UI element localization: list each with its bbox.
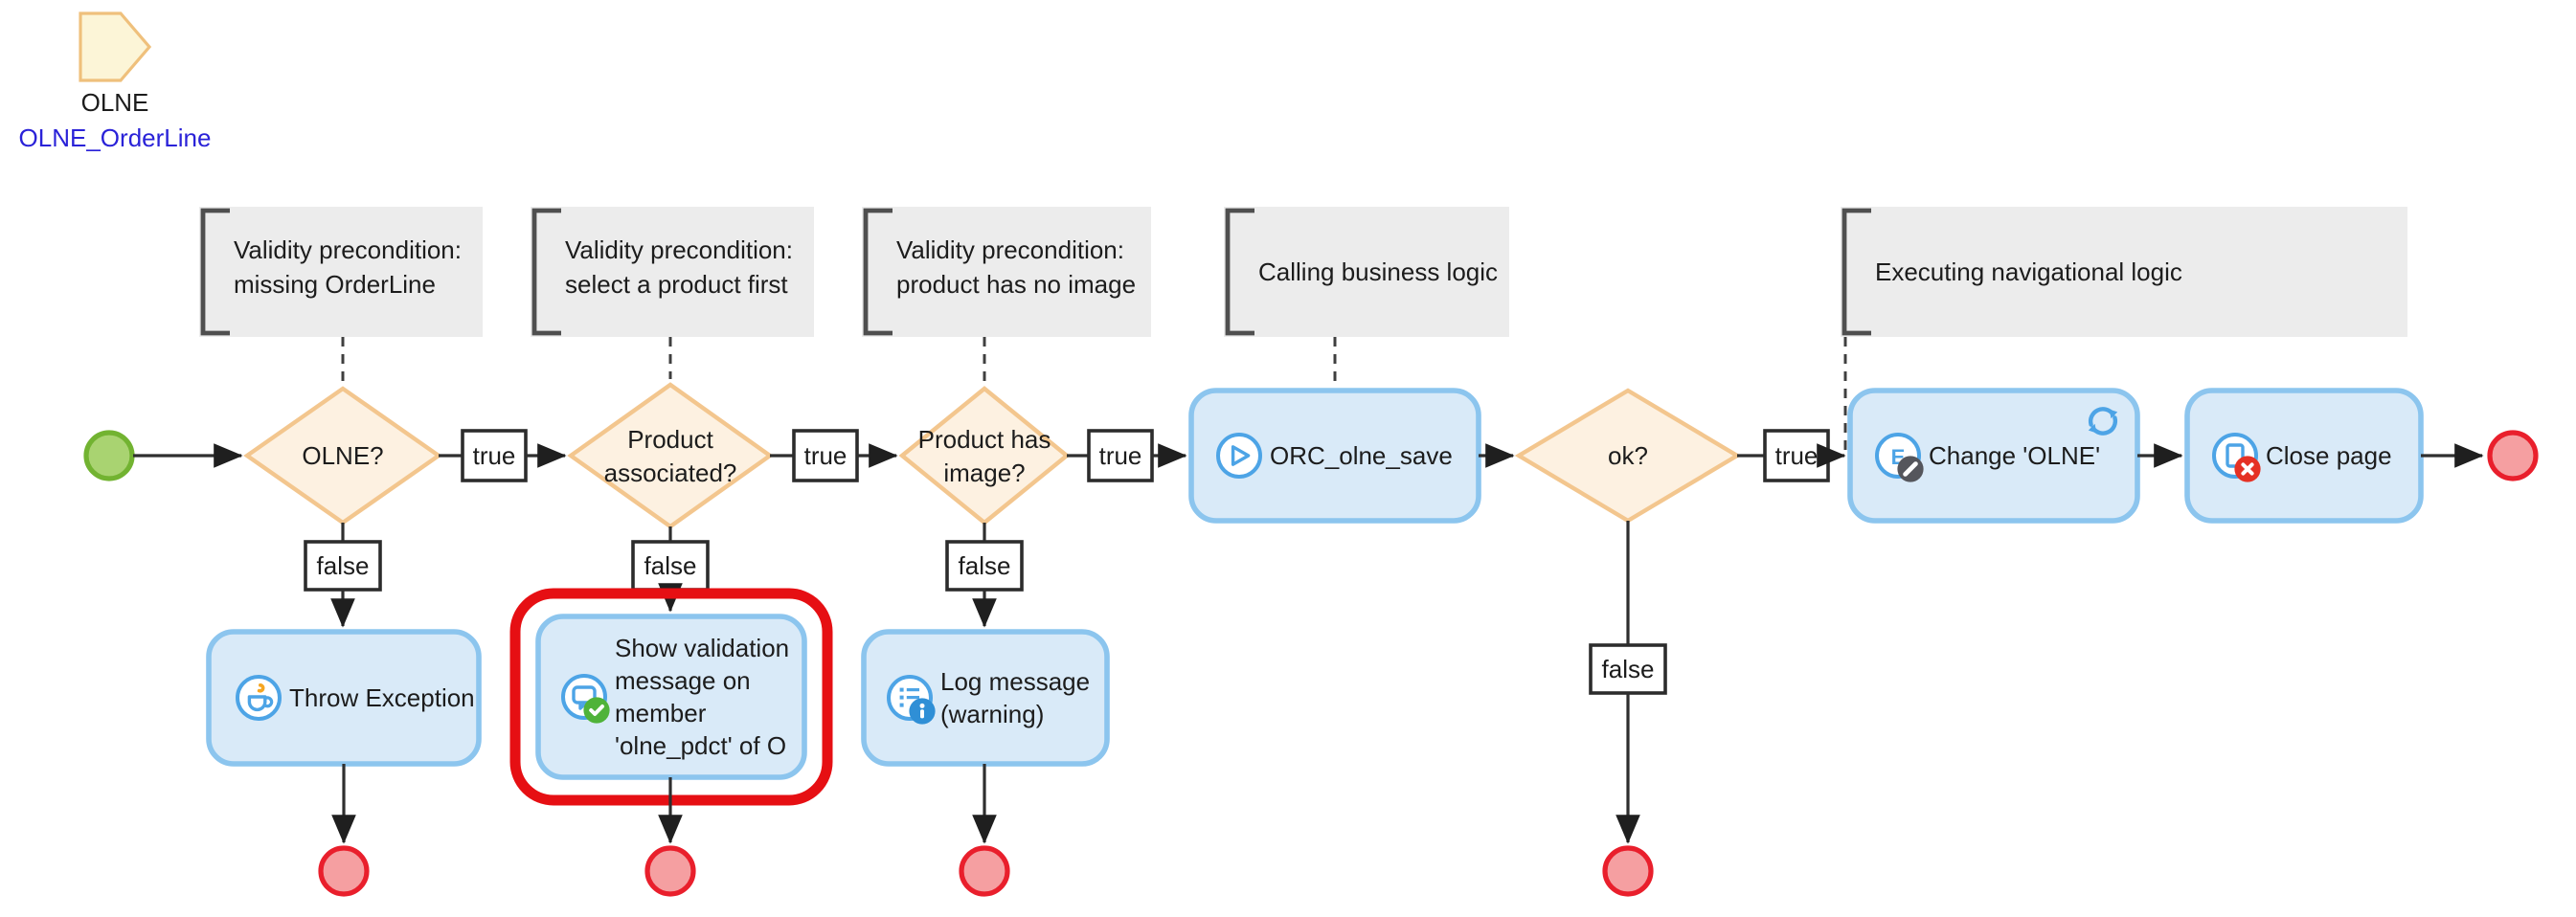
activity-orc-olne-save[interactable]: ORC_olne_save: [1188, 388, 1481, 524]
edit-pencil-badge-icon: [1897, 456, 1924, 482]
close-page-icon: [2212, 433, 2261, 482]
activity-change-olne[interactable]: E Change 'OLNE': [1847, 388, 2140, 524]
decision-ok[interactable]: ok?: [1514, 388, 1742, 524]
decision-olne[interactable]: OLNE?: [243, 386, 442, 526]
edge-label-true-3[interactable]: true: [1087, 429, 1154, 482]
edge-label-text: true: [1775, 441, 1819, 470]
activity-throw-exception[interactable]: Throw Exception: [206, 629, 482, 767]
edge-label-text: true: [473, 441, 516, 470]
coffee-cup-icon: [236, 675, 282, 721]
check-badge-icon: [583, 697, 610, 724]
annotation-text: Calling business logic: [1258, 257, 1498, 286]
decision-label: OLNE?: [302, 441, 383, 470]
close-x-badge-icon: [2234, 456, 2261, 482]
edge-label-text: false: [317, 551, 370, 580]
edge-label-false-2[interactable]: false: [631, 540, 710, 592]
activity-label: Throw Exception: [289, 683, 475, 712]
decision-label: Product: [627, 425, 713, 454]
start-event[interactable]: [83, 430, 135, 481]
end-event[interactable]: [318, 845, 370, 897]
decision-label: ok?: [1608, 441, 1648, 470]
decision-product-has-image[interactable]: Product has image?: [898, 386, 1071, 526]
parameter-entity-link[interactable]: OLNE_OrderLine: [19, 123, 212, 152]
edge-label-true-4[interactable]: true: [1763, 429, 1830, 482]
annotation-validity-missing-orderline[interactable]: Validity precondition: missing OrderLine: [199, 207, 483, 337]
annotation-text: missing OrderLine: [234, 270, 436, 299]
annotation-bracket-icon: [1225, 208, 1254, 336]
annotation-text: Validity precondition:: [896, 235, 1124, 264]
activity-label: Show validation: [615, 634, 789, 662]
activity-label: (warning): [940, 700, 1044, 728]
info-badge-icon: [909, 698, 936, 725]
parameter-olne[interactable]: OLNE OLNE_OrderLine: [19, 11, 212, 152]
edge-label-text: false: [959, 551, 1011, 580]
parameter-name: OLNE: [81, 88, 149, 117]
edge-label-false-4[interactable]: false: [1589, 643, 1667, 695]
end-event[interactable]: [644, 845, 696, 897]
edge-label-text: true: [1099, 441, 1142, 470]
activity-label: Close page: [2266, 441, 2392, 470]
microflow-call-icon: [1216, 433, 1262, 479]
activity-label: message on: [615, 666, 751, 695]
decision-product-associated[interactable]: Product associated?: [567, 382, 774, 529]
annotation-text: Validity precondition:: [234, 235, 462, 264]
parameter-pentagon-icon: [79, 11, 152, 82]
decision-label: associated?: [604, 458, 737, 487]
activity-close-page[interactable]: Close page: [2184, 388, 2424, 524]
activity-label: Log message: [940, 667, 1090, 696]
activity-label: member: [615, 699, 707, 727]
annotation-text: select a product first: [565, 270, 788, 299]
decision-label: Product has: [918, 425, 1051, 454]
annotation-executing-navigational-logic[interactable]: Executing navigational logic: [1841, 207, 2407, 337]
activity-label: 'olne_pdct' of O: [615, 731, 786, 760]
edge-label-text: true: [804, 441, 847, 470]
annotation-text: Validity precondition:: [565, 235, 793, 264]
annotation-text: Executing navigational logic: [1875, 257, 2182, 286]
end-event[interactable]: [959, 845, 1010, 897]
decision-label: image?: [943, 458, 1025, 487]
edge-label-false-3[interactable]: false: [945, 540, 1024, 592]
annotation-text: product has no image: [896, 270, 1136, 299]
annotation-bracket-icon: [863, 208, 893, 336]
edge-label-false-1[interactable]: false: [304, 540, 382, 592]
end-event[interactable]: [2487, 430, 2539, 481]
edge-label-text: false: [1602, 655, 1655, 683]
activity-show-validation-message[interactable]: Show validation message on member 'olne_…: [535, 614, 807, 780]
end-event[interactable]: [1602, 845, 1654, 897]
activity-label: ORC_olne_save: [1270, 441, 1453, 470]
annotation-bracket-icon: [531, 208, 561, 336]
activity-label: Change 'OLNE': [1929, 441, 2100, 470]
validation-message-icon: [561, 674, 610, 724]
log-list-icon: [887, 675, 936, 725]
edge-label-true-2[interactable]: true: [792, 429, 859, 482]
annotation-bracket-icon: [1842, 208, 1871, 336]
annotation-validity-select-product[interactable]: Validity precondition: select a product …: [531, 207, 814, 337]
annotation-validity-product-image[interactable]: Validity precondition: product has no im…: [862, 207, 1151, 337]
annotation-bracket-icon: [200, 208, 230, 336]
edge-label-true-1[interactable]: true: [461, 429, 528, 482]
edge-label-text: false: [644, 551, 697, 580]
change-object-icon: E: [1875, 433, 1924, 482]
activity-log-message[interactable]: Log message (warning): [861, 629, 1110, 767]
annotation-calling-business-logic[interactable]: Calling business logic: [1224, 207, 1509, 337]
refresh-icon: [2088, 407, 2118, 436]
